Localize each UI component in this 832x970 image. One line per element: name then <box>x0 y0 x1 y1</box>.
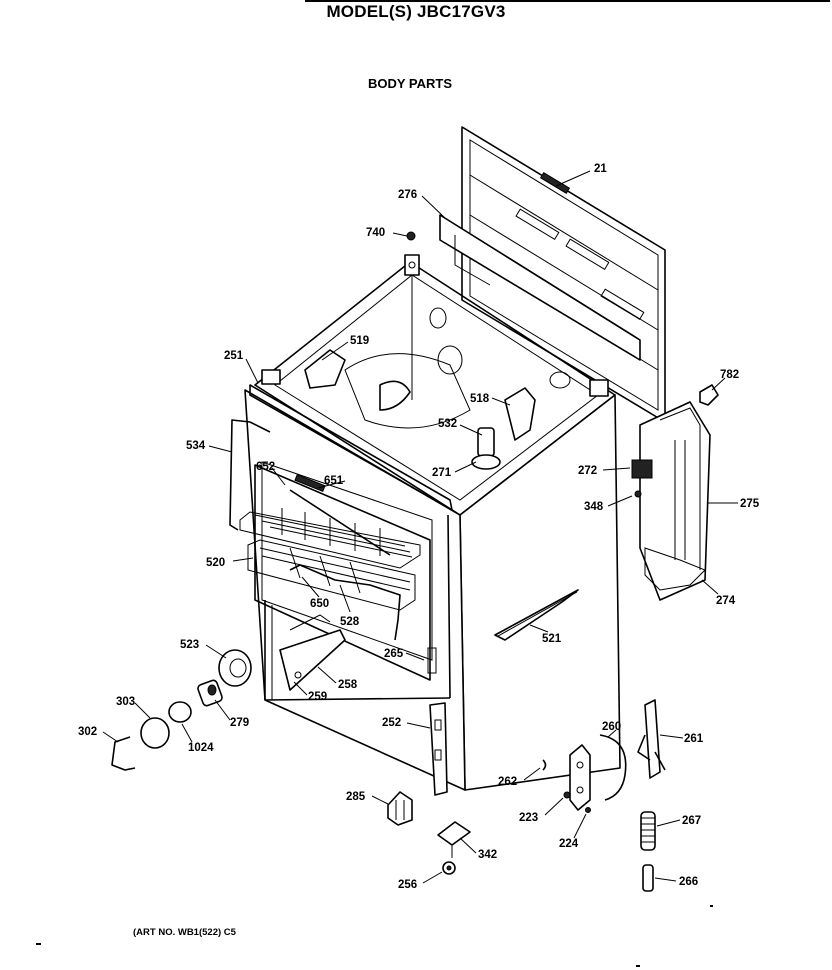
callout-348: 348 <box>584 501 604 513</box>
callout-256: 256 <box>398 879 417 891</box>
callout-528: 528 <box>340 616 360 628</box>
art-number: (ART NO. WB1(522) C5 <box>133 927 236 938</box>
thermostat-part <box>471 427 501 470</box>
callout-260: 260 <box>602 721 621 733</box>
stray-mark <box>36 943 41 945</box>
hinge-receiver <box>569 734 627 813</box>
callout-782: 782 <box>720 369 739 381</box>
stray-mark <box>636 965 640 967</box>
header-rule <box>305 0 830 2</box>
callout-519: 519 <box>350 335 369 347</box>
callout-342: 342 <box>478 849 497 861</box>
callout-523: 523 <box>180 639 199 651</box>
callout-650: 650 <box>310 598 329 610</box>
model-title: MODEL(S) JBC17GV3 <box>326 2 506 21</box>
screw-782 <box>699 384 719 406</box>
leader-lines <box>102 170 738 884</box>
callout-1024: 1024 <box>188 742 214 754</box>
rear-bracket <box>439 214 641 361</box>
gasket-part <box>229 419 271 531</box>
leveling-leg <box>437 821 471 875</box>
lamp-assembly <box>111 649 252 771</box>
callout-261: 261 <box>684 733 704 745</box>
leveling-part <box>387 791 413 826</box>
callout-651: 651 <box>324 475 344 487</box>
stray-mark <box>710 905 713 907</box>
callout-652: 652 <box>256 461 275 473</box>
cabinet-body <box>239 254 621 791</box>
callout-271: 271 <box>432 467 452 479</box>
leg-bracket <box>429 702 448 796</box>
callout-252: 252 <box>382 717 401 729</box>
callout-534: 534 <box>186 440 206 452</box>
callout-224: 224 <box>559 838 579 850</box>
callout-272: 272 <box>578 465 597 477</box>
callout-251: 251 <box>224 350 244 362</box>
callout-303: 303 <box>116 696 135 708</box>
callout-279: 279 <box>230 717 249 729</box>
callout-223: 223 <box>519 812 538 824</box>
callout-302: 302 <box>78 726 97 738</box>
rear-panel <box>461 126 666 423</box>
callout-266: 266 <box>679 876 698 888</box>
callout-532: 532 <box>438 418 457 430</box>
callout-274: 274 <box>716 595 736 607</box>
callout-21: 21 <box>594 163 607 175</box>
callout-267: 267 <box>682 815 701 827</box>
hinge-spring <box>640 811 656 892</box>
callout-259: 259 <box>308 691 327 703</box>
callout-265: 265 <box>384 648 404 660</box>
callout-258: 258 <box>338 679 358 691</box>
diagram-title: BODY PARTS <box>367 76 453 91</box>
callout-740: 740 <box>366 227 385 239</box>
callout-262: 262 <box>498 776 517 788</box>
callout-521: 521 <box>542 633 562 645</box>
door-hinge <box>637 699 666 779</box>
callout-276: 276 <box>398 189 417 201</box>
callout-285: 285 <box>346 791 366 803</box>
callout-520: 520 <box>206 557 225 569</box>
callout-labels: 21 276 740 519 251 518 782 534 532 652 6… <box>78 163 760 891</box>
terminal-box <box>631 401 711 601</box>
clip-740 <box>406 231 416 241</box>
callout-275: 275 <box>740 498 760 510</box>
callout-518: 518 <box>470 393 490 405</box>
